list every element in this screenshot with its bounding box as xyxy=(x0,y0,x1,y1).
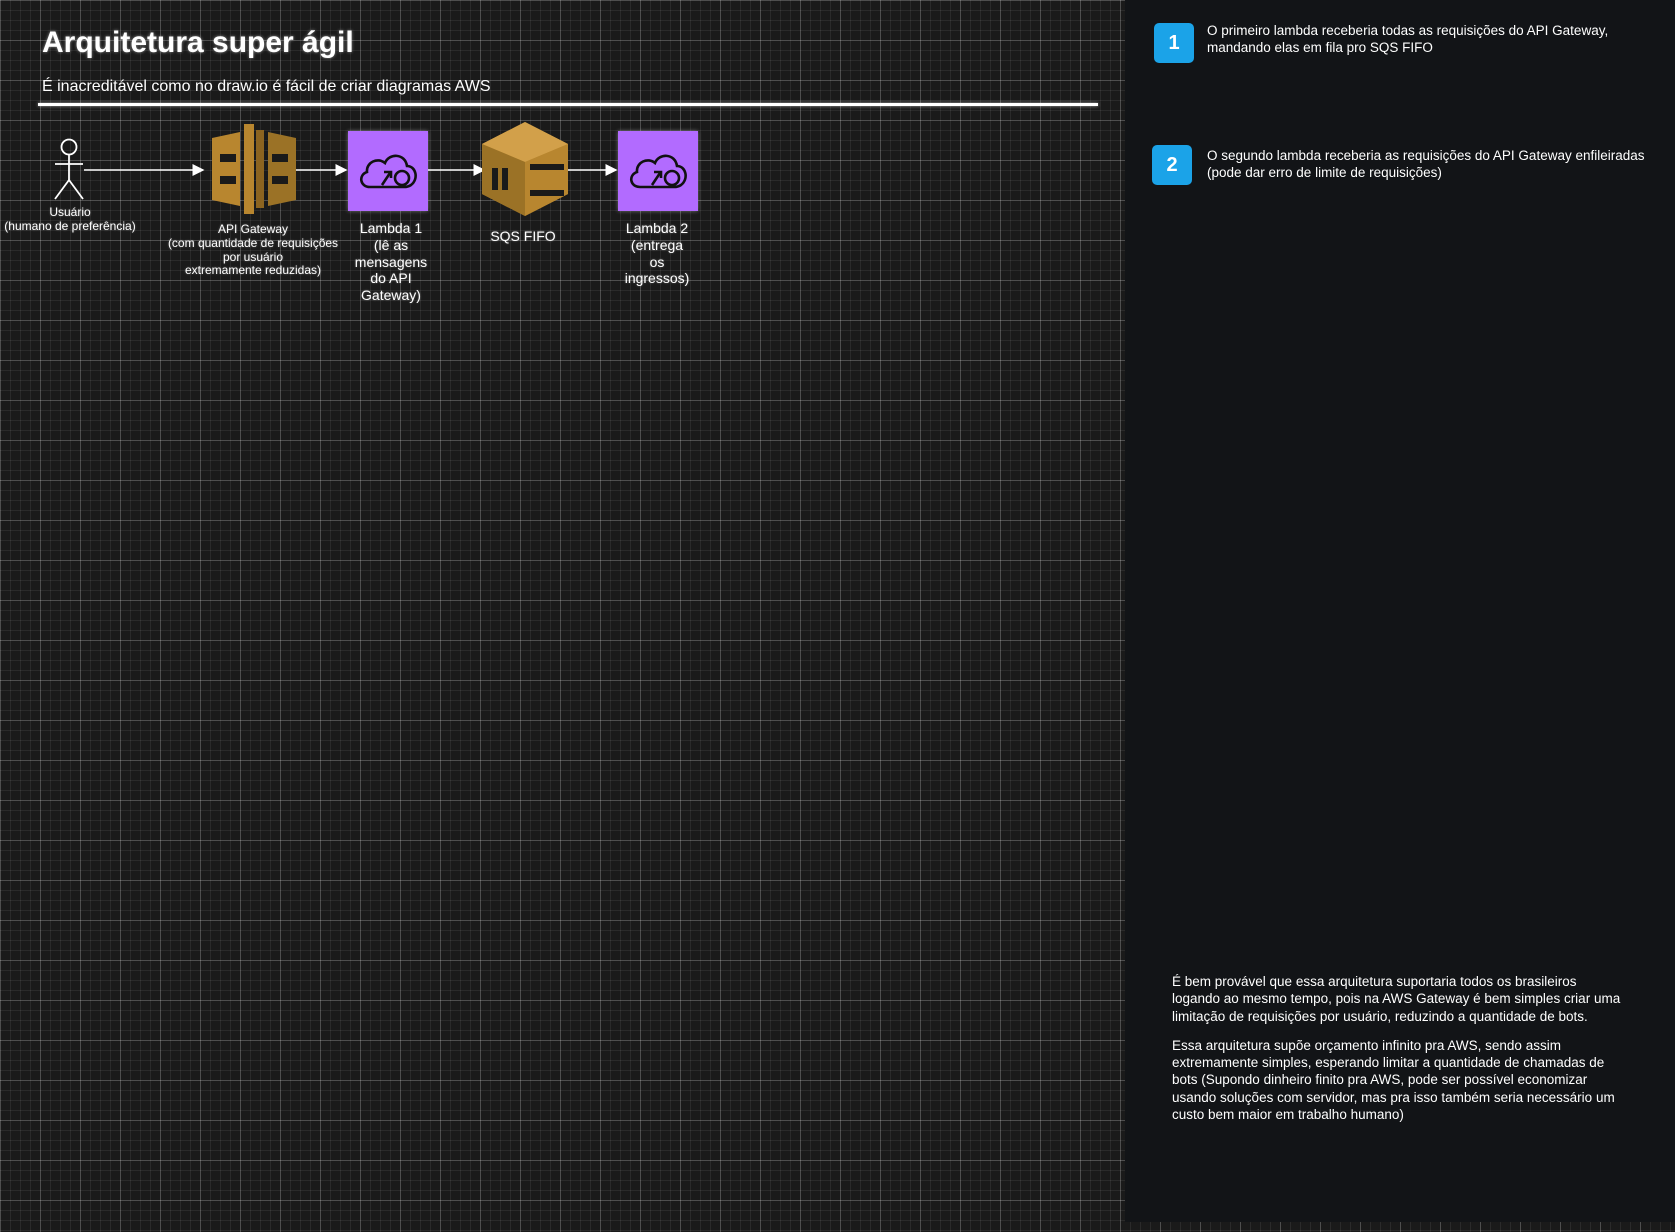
title-divider xyxy=(38,103,1098,106)
lambda1-label: Lambda 1 (lê as mensagens do API Gateway… xyxy=(354,220,428,304)
info-paragraph-1: É bem provável que essa arquitetura supo… xyxy=(1172,974,1621,1024)
lambda2-label: Lambda 2 (entrega os ingressos) xyxy=(624,220,690,287)
notes-panel xyxy=(1125,0,1675,1222)
diagram-subtitle: É inacreditável como no draw.io é fácil … xyxy=(42,78,491,95)
note-text-1: O primeiro lambda receberia todas as req… xyxy=(1207,23,1609,55)
info-text: É bem provável que essa arquitetura supo… xyxy=(1172,973,1627,1135)
api-gateway-icon[interactable] xyxy=(210,124,298,214)
lambda1-node[interactable] xyxy=(348,131,428,211)
info-paragraph-2: Essa arquitetura supõe orçamento infinit… xyxy=(1172,1037,1615,1122)
note-badge-2[interactable]: 2 xyxy=(1152,145,1192,185)
sqs-icon[interactable] xyxy=(482,122,568,216)
user-label: Usuário (humano de preferência) xyxy=(4,205,136,233)
diagram-title: Arquitetura super ágil xyxy=(42,26,354,59)
lambda-cloud-icon xyxy=(630,154,687,189)
lambda-cloud-icon xyxy=(360,154,417,189)
person-icon[interactable] xyxy=(50,138,88,202)
sqs-label: SQS FIFO xyxy=(490,228,556,244)
api-gateway-label: API Gateway (com quantidade de requisiçõ… xyxy=(167,222,339,278)
lambda2-node[interactable] xyxy=(618,131,698,211)
note-badge-1[interactable]: 1 xyxy=(1154,23,1194,63)
note-text-2: O segundo lambda receberia as requisiçõe… xyxy=(1207,148,1645,180)
